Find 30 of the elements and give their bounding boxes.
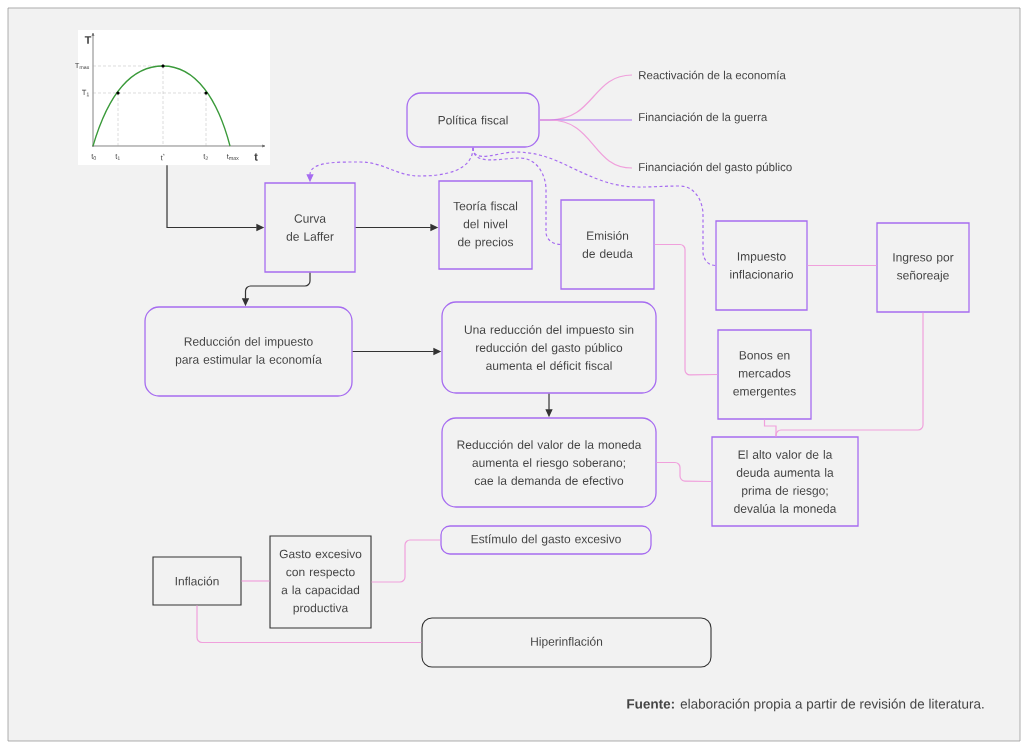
rounded-box: Una reducción del impuesto sin reducción del gasto público aumenta el déficit fiscal <box>441 301 657 394</box>
connector-line <box>763 419 777 437</box>
connector-line <box>196 604 423 644</box>
branch-text: Reactivación de la economía <box>639 70 786 80</box>
connector-line <box>240 580 271 582</box>
process-box: Impuesto inflacionario <box>715 220 808 311</box>
process-box: Gasto excesivo con respecto a la capacidad productiva <box>269 535 372 629</box>
rounded-box: Reducción del impuesto para estimular la economía <box>144 306 353 397</box>
process-box: Inflación <box>152 556 242 606</box>
axis-label: t <box>254 153 258 161</box>
dashed-connector-line <box>472 147 716 267</box>
source-note: Fuente: elaboración propia a partir de revisión de literatura. <box>627 698 984 712</box>
rounded-box: Estímulo del gasto excesivo <box>440 525 652 555</box>
process-box: Ingreso por señoreaje <box>876 222 970 313</box>
rounded-box: Reducción del valor de la moneda aumenta el riesgo soberano; cae la demanda de efectivo <box>441 417 657 508</box>
rounded-box: Hiperinflación <box>421 617 712 668</box>
connector-line <box>807 264 877 267</box>
process-box: El alto valor de la deuda aumenta la prima de riesgo; devalúa la moneda <box>711 436 859 527</box>
process-box: Teoría fiscal del nivel de precios <box>438 180 533 270</box>
branch-text: Financiación del gasto público <box>639 162 792 174</box>
process-box: Emisión de deuda <box>560 199 655 290</box>
axis-label: T <box>84 36 92 44</box>
process-box: Bonos en mercados emergentes <box>717 329 812 420</box>
branch-text: Financiación de la guerra <box>639 112 768 124</box>
rounded-box: Política fiscal <box>406 92 540 148</box>
process-box: Curva de Laffer <box>264 182 356 273</box>
connector-line <box>654 243 718 376</box>
connector-line <box>539 119 633 169</box>
connector-line <box>656 461 712 483</box>
connector-line <box>370 539 441 583</box>
